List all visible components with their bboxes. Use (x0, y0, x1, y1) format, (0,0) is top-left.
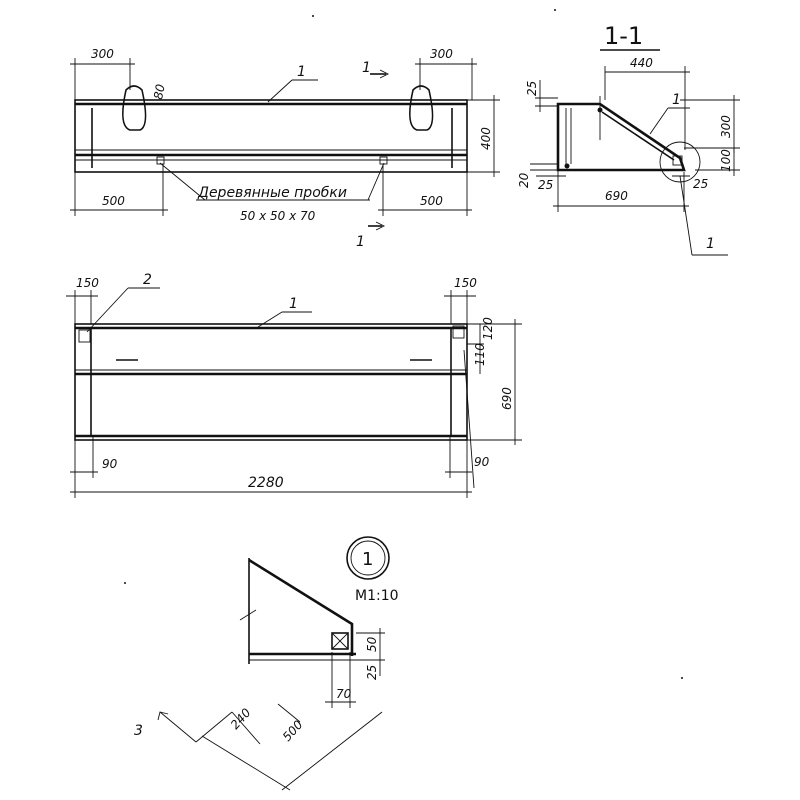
plan-part-label-two: 2 (143, 272, 152, 288)
detail-plug (331, 632, 349, 650)
detail-circle (659, 141, 701, 183)
wooden-plugs-label: Деревянные пробки (197, 185, 347, 201)
detail-dim-50: 50 (365, 636, 379, 652)
front-outline (74, 99, 468, 173)
wooden-plug-left (156, 156, 165, 165)
detail-dim-70: 70 (336, 687, 352, 701)
detail-inner-rebar (261, 567, 347, 621)
section-dim-25-left: 25 (525, 81, 539, 96)
detail-dim-240: 240 (228, 705, 254, 732)
detail-dim-500: 500 (280, 717, 306, 744)
plan-view: 150 2 1 150 120 110 690 90 90 (66, 272, 522, 498)
plan-dim-right-top: 150 (454, 276, 477, 290)
plan-dim-left-bottom: 90 (102, 457, 118, 471)
section-dim-25-mid: 25 (538, 178, 553, 192)
section-mark-top: 1 (362, 60, 371, 76)
section-dim-300: 300 (719, 115, 733, 138)
detail-number: 1 (362, 549, 373, 570)
detail-part-label-three: 3 (134, 723, 143, 739)
detail-view: 1 М1:10 50 25 70 3 240 500 (134, 536, 399, 791)
section-dim-100: 100 (719, 149, 733, 172)
plan-dim-depth: 690 (500, 387, 514, 410)
front-dim-hole: 80 (151, 83, 168, 101)
rebar-dot-top (597, 107, 603, 113)
section-mark-bottom: 1 (356, 234, 365, 250)
plan-part-label-one: 1 (289, 296, 298, 312)
section-part-label-top: 1 (672, 92, 681, 108)
section-inner-sloped-rebar (601, 111, 675, 161)
section-dim-20: 20 (517, 172, 531, 188)
rebar-dot-bottom (564, 163, 570, 169)
lifting-hole-right (409, 85, 434, 131)
front-dim-left-bottom: 500 (102, 194, 125, 208)
wooden-plugs-size: 50 x 50 x 70 (240, 209, 316, 223)
plan-outline (74, 323, 468, 441)
detail-scale: М1:10 (355, 588, 399, 604)
section-dim-top: 440 (630, 56, 653, 70)
front-part-label: 1 (297, 64, 306, 80)
section-part-label-bottom: 1 (706, 236, 715, 252)
section-dim-width: 690 (605, 189, 628, 203)
front-view: 300 300 80 400 500 500 Деревянные пробки… (70, 47, 500, 250)
front-dim-right-bottom: 500 (420, 194, 443, 208)
plan-dim-length: 2280 (248, 475, 284, 491)
lifting-hole-left (122, 85, 147, 131)
detail-marker-inner (350, 540, 386, 576)
section-dim-25-right: 25 (693, 177, 708, 191)
wooden-plug-right (379, 156, 388, 165)
plan-plug-right (452, 325, 465, 339)
detail-marker-outer (346, 536, 390, 580)
front-dim-left-top: 300 (91, 47, 114, 61)
section-view: 1-1 440 25 300 100 20 25 (517, 22, 740, 256)
detail-sloped-face (248, 558, 354, 656)
section-plug (672, 155, 683, 166)
plan-dim-110: 110 (473, 343, 487, 366)
section-profile (556, 102, 686, 172)
front-dim-right-top: 300 (430, 47, 453, 61)
plan-dim-right-bottom: 90 (474, 455, 490, 469)
plan-plug-left (78, 329, 91, 343)
plan-dim-120: 120 (481, 317, 495, 340)
section-title: 1-1 (604, 22, 643, 50)
front-dim-height: 400 (479, 127, 493, 150)
plan-dim-left-top: 150 (76, 276, 99, 290)
detail-break-mark (239, 609, 257, 621)
detail-dim-25: 25 (365, 665, 379, 680)
